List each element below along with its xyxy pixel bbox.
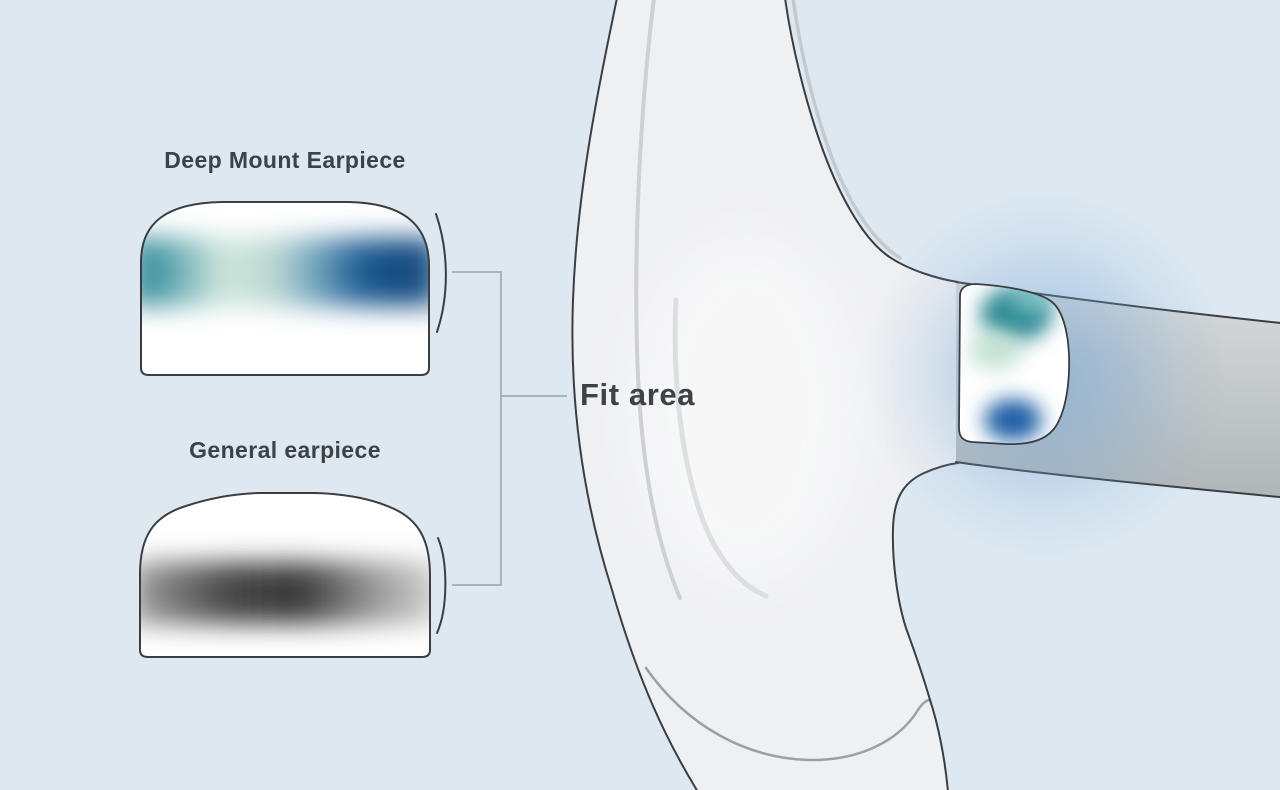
fit-arc-bottom (436, 537, 447, 634)
general-gradient-band (140, 562, 430, 624)
ear-upper-fold-line (791, 0, 902, 260)
deep-mount-earpiece-shape (140, 201, 430, 376)
general-shape-outline (139, 492, 431, 658)
ear-illustration (571, 0, 959, 790)
fit-area-label: Fit area (580, 377, 696, 412)
ear-outline-left (571, 0, 698, 790)
in-ear-earpiece (958, 283, 1071, 445)
fit-area-bracket (452, 271, 567, 586)
ear-antihelix-line (672, 297, 769, 599)
deep-mount-label: Deep Mount Earpiece (164, 147, 406, 173)
fit-arc-top (435, 213, 447, 333)
general-label: General earpiece (189, 437, 381, 463)
deep-mount-shape-outline (140, 201, 430, 376)
in-ear-earpiece-gradient (968, 284, 1054, 441)
ear-highlight (630, 235, 860, 585)
deep-mount-gradient-band (141, 238, 429, 306)
ear-inner-helix-line (634, 0, 682, 600)
ear-lobe-fold-line (644, 666, 932, 762)
general-earpiece-shape (139, 492, 431, 658)
in-ear-earpiece-outline (958, 283, 1071, 445)
